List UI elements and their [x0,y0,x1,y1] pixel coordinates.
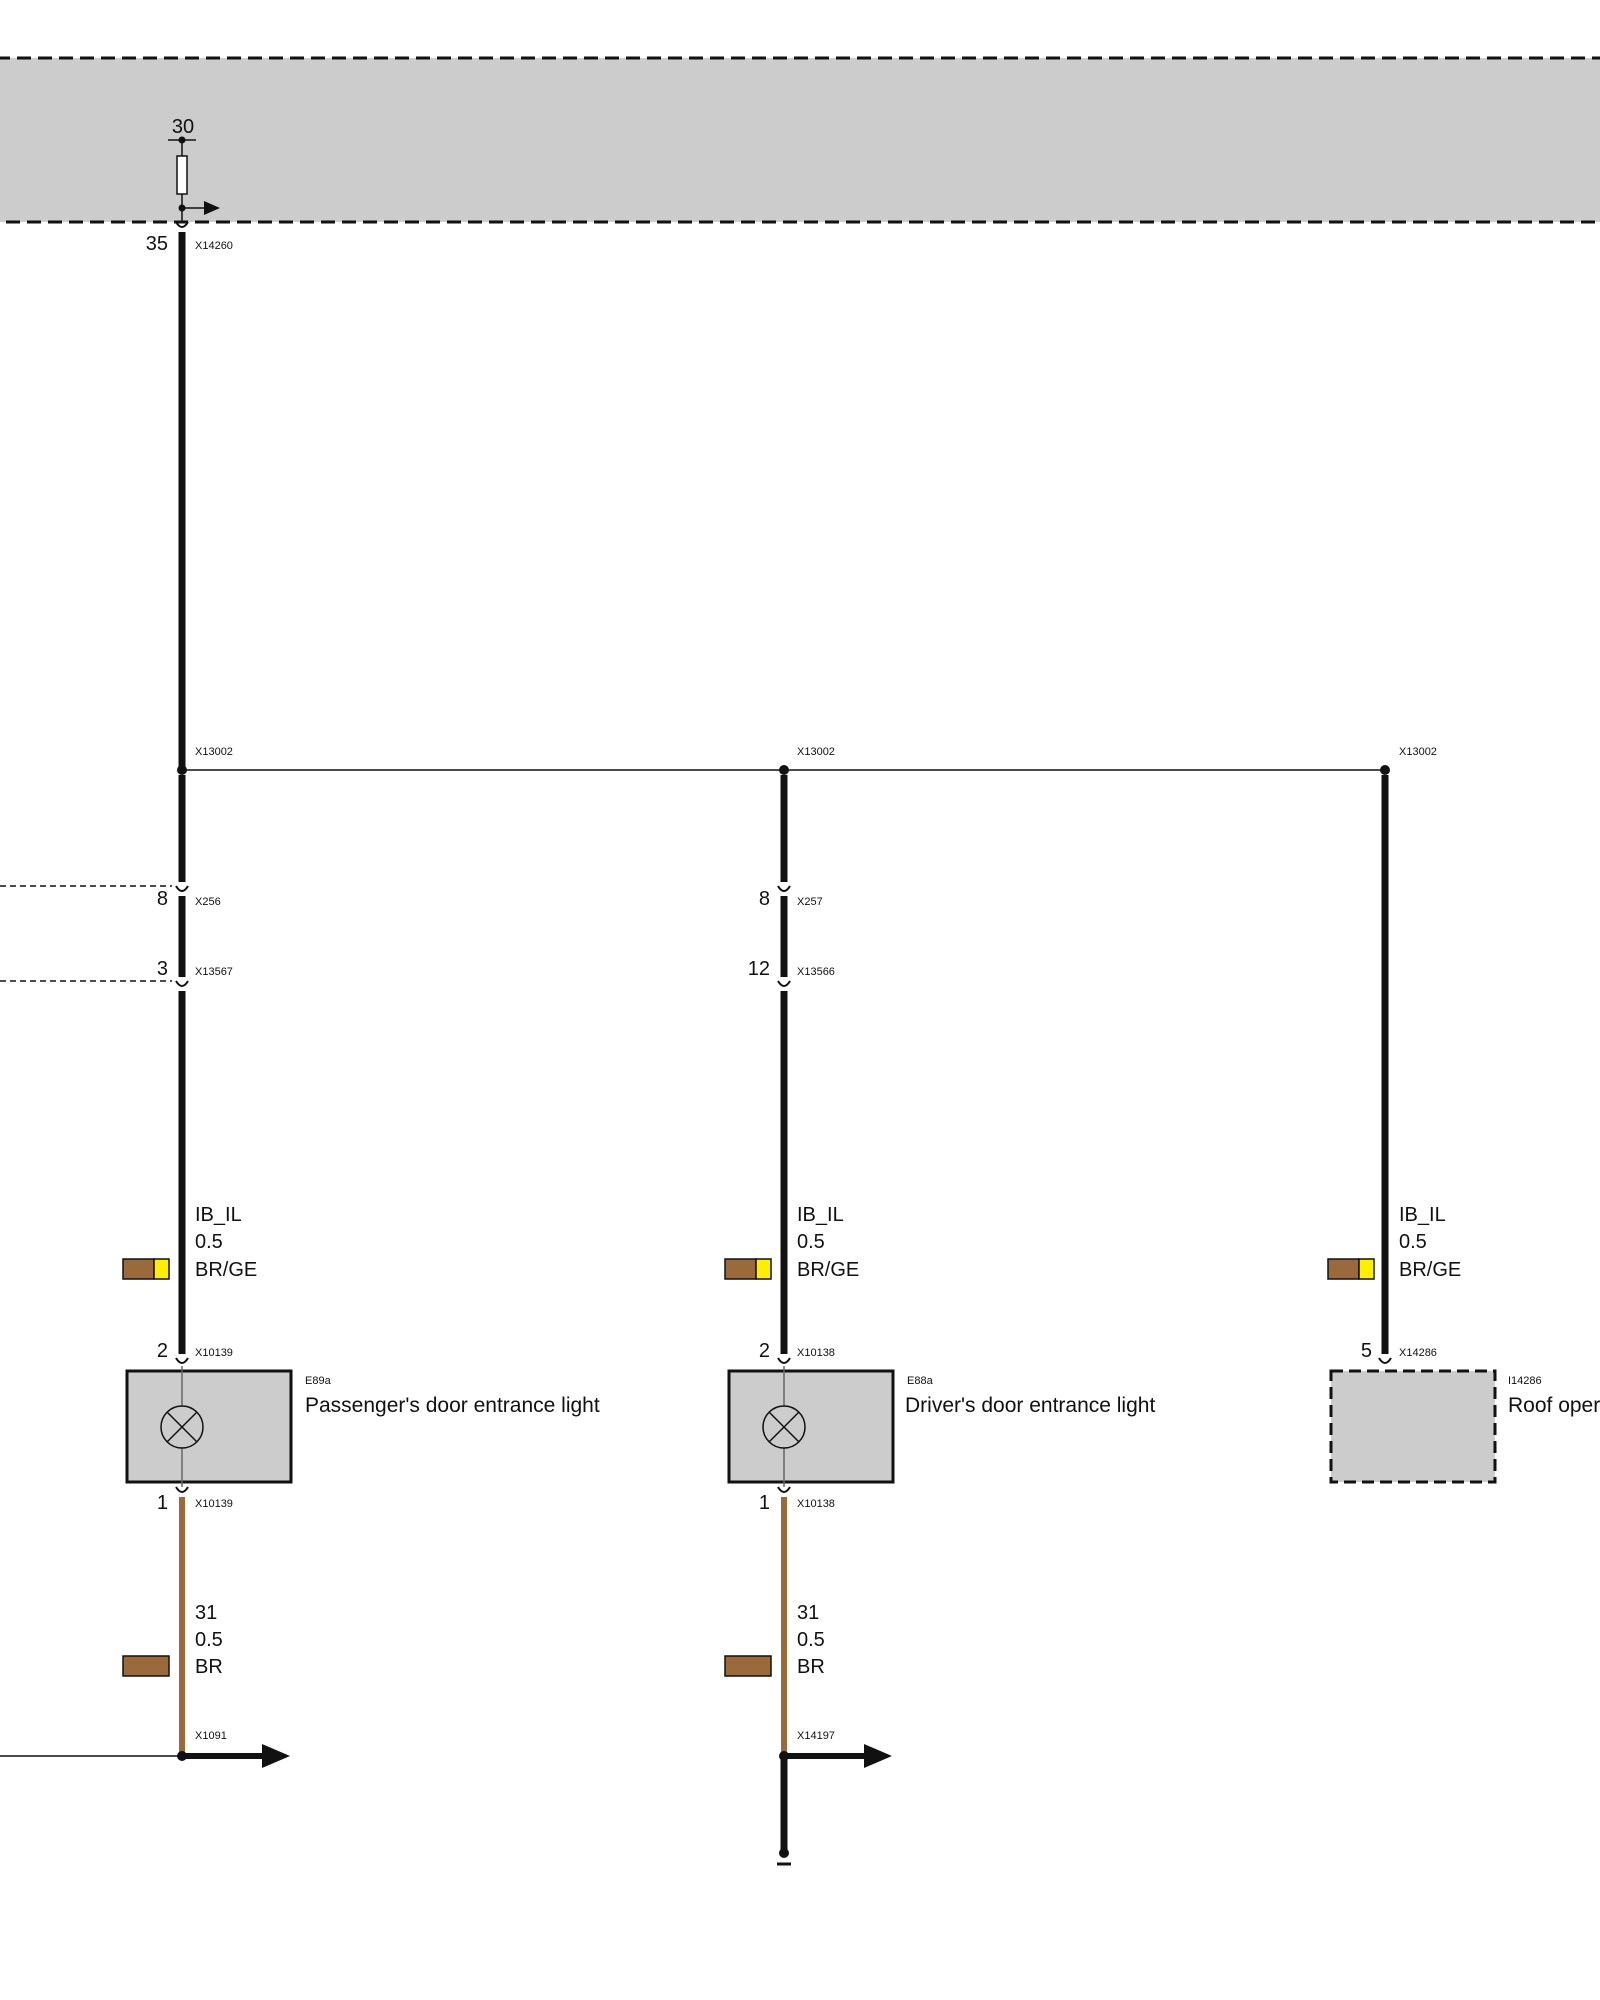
top-module-box [0,56,1600,224]
arrow-right-icon [262,1744,290,1768]
connector-x257-pin: 8 [759,888,770,910]
connector-x10138-top-label: X10138 [797,1347,835,1359]
connector-x14260: 35 X14260 [146,221,233,255]
arrow-right-icon [864,1744,892,1768]
driver-wire-color: BR/GE [797,1259,859,1281]
lamp-icon [160,1405,204,1449]
passenger-gnd-size: 0.5 [195,1629,223,1651]
passenger-wire-size: 0.5 [195,1231,223,1253]
connector-x10139-bottom-pin: 1 [157,1492,168,1514]
connector-x256-pin: 8 [157,888,168,910]
roof-wire-size: 0.5 [1399,1231,1427,1253]
connector-x14286-pin: 5 [1361,1340,1372,1362]
connector-x256-label: X256 [195,896,221,908]
connector-x10138-top: 2 X10138 [759,1340,835,1364]
terminal-30-label: 30 [172,116,194,138]
driver-light-name: Driver's door entrance light [905,1394,1155,1417]
connector-x10139-bottom: 1 X10139 [157,1486,233,1514]
passenger-wire-color-swatch [122,1258,170,1280]
connector-x14260-pin: 35 [146,233,168,255]
roof-operating-module [1329,1369,1497,1484]
connector-x13567-pin: 3 [157,958,168,980]
driver-door-entrance-light [727,1366,895,1487]
ground-x1091-label: X1091 [195,1730,227,1742]
roof-wire-color: BR/GE [1399,1259,1461,1281]
ground-junction-x1091: X1091 [0,1730,290,1768]
roof-wire-signal: IB_IL [1399,1204,1446,1226]
driver-wire-size: 0.5 [797,1231,825,1253]
splice-dot-mid [779,765,789,775]
splice-bus: X13002 X13002 X13002 [177,746,1437,775]
ground-x14197-label: X14197 [797,1730,835,1742]
roof-branch: IB_IL 0.5 BR/GE 5 X14286 I14286 Roof ope… [1327,775,1600,1484]
connector-x257-label: X257 [797,896,823,908]
passenger-wire-signal: IB_IL [195,1204,242,1226]
connector-x10139-top-label: X10139 [195,1347,233,1359]
driver-gnd-size: 0.5 [797,1629,825,1651]
splice-dot-right [1380,765,1390,775]
connector-x14286-label: X14286 [1399,1347,1437,1359]
connector-x14260-label: X14260 [195,240,233,252]
roof-wire-color-swatch [1327,1258,1375,1280]
fuse-symbol [168,136,220,222]
connector-x257: 8 X257 [759,885,823,910]
driver-gnd-color-swatch [724,1655,772,1677]
driver-wire-signal: IB_IL [797,1204,844,1226]
driver-wire-color-swatch [724,1258,772,1280]
driver-light-id: E88a [907,1375,934,1387]
passenger-gnd-color-swatch [122,1655,170,1677]
passenger-light-name: Passenger's door entrance light [305,1394,600,1417]
ground-junction-x14197: X14197 [777,1730,892,1866]
passenger-wire-color: BR/GE [195,1259,257,1281]
passenger-gnd-signal: 31 [195,1602,217,1624]
lamp-icon [762,1405,806,1449]
connector-x13566-pin: 12 [748,958,770,980]
connector-x10138-bottom: 1 X10138 [759,1486,835,1514]
splice-left-label: X13002 [195,746,233,758]
connector-x10139-bottom-label: X10139 [195,1498,233,1510]
splice-dot-left [177,765,187,775]
driver-branch: 8 X257 12 X13566 IB_IL 0.5 BR/GE 2 X1013… [724,775,1155,1866]
roof-module-name: Roof oper [1508,1394,1600,1417]
connector-x10138-top-pin: 2 [759,1340,770,1362]
driver-gnd-color: BR [797,1656,825,1678]
passenger-door-entrance-light [125,1366,293,1487]
connector-x13566-label: X13566 [797,966,835,978]
passenger-gnd-color: BR [195,1656,223,1678]
roof-module-id: I14286 [1508,1375,1542,1387]
connector-x13566: 12 X13566 [748,958,835,987]
connector-x13567: 3 X13567 [157,958,233,987]
connector-x14286: 5 X14286 [1361,1340,1437,1364]
connector-x10138-bottom-label: X10138 [797,1498,835,1510]
passenger-light-id: E89a [305,1375,332,1387]
connector-x13567-label: X13567 [195,966,233,978]
driver-gnd-signal: 31 [797,1602,819,1624]
passenger-branch: 8 X256 3 X13567 IB_IL 0.5 BR/GE 2 X10139 [0,775,600,1768]
connector-x10139-top: 2 X10139 [157,1340,233,1364]
connector-x10138-bottom-pin: 1 [759,1492,770,1514]
connector-x256: 8 X256 [157,885,221,910]
splice-mid-label: X13002 [797,746,835,758]
splice-right-label: X13002 [1399,746,1437,758]
top-module: 30 [0,56,1600,224]
connector-x10139-top-pin: 2 [157,1340,168,1362]
